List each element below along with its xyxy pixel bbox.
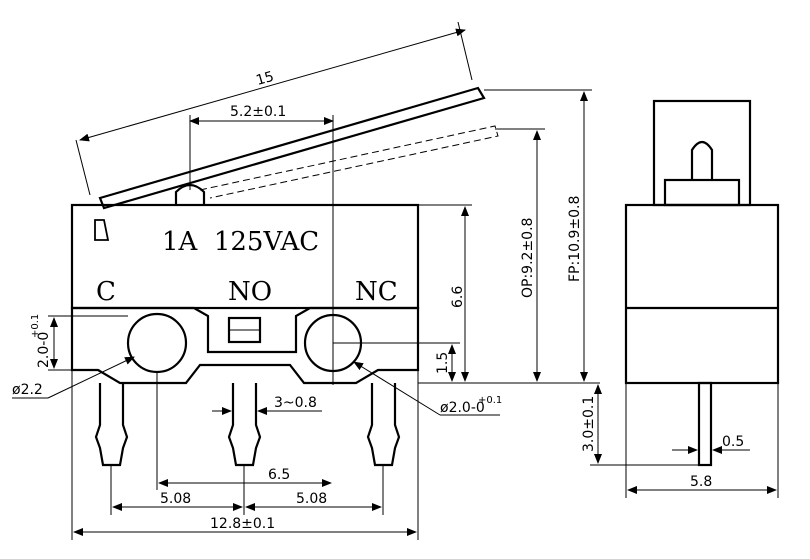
side-body <box>624 203 780 385</box>
dim-op-position: OP:9.2±0.8 <box>520 218 536 298</box>
rating-label: 1A 125VAC <box>162 227 319 257</box>
dim-pitch-right: 5.08 <box>296 491 327 507</box>
dim-mount-hole-height: 2.0-0 <box>36 332 52 368</box>
dim-side-width: 5.8 <box>690 474 712 490</box>
terminal-c-label: C <box>96 277 116 307</box>
terminal-no-label: NO <box>228 277 272 307</box>
dim-body-height: 6.6 <box>450 286 466 308</box>
dim-hole-spacing: 6.5 <box>268 467 290 483</box>
side-actuator <box>690 140 714 180</box>
dim-hole-dia-right: ø2.0-0 <box>440 400 485 416</box>
body-marker <box>94 219 110 241</box>
dim-pitch-left: 5.08 <box>160 491 191 507</box>
dim-lever-length: 15 <box>254 69 276 89</box>
dim-pin-offset: 5.2±0.1 <box>230 104 286 120</box>
dim-mount-hole-height-tol: +0.1 <box>30 314 41 338</box>
side-lever-housing <box>652 99 752 207</box>
side-view <box>624 99 780 467</box>
terminal-no <box>227 383 262 467</box>
side-dimensions <box>590 383 779 498</box>
dim-hole-dia-left: ø2.2 <box>12 382 43 398</box>
terminal-nc <box>366 383 401 467</box>
dim-fp-position: FP:10.9±0.8 <box>567 196 583 282</box>
dim-hole-dia-right-tol: +0.1 <box>478 395 502 406</box>
side-terminal <box>697 381 713 467</box>
terminal-c <box>94 383 129 467</box>
switch-body-lower <box>70 306 420 385</box>
dim-terminal-width: 3~0.8 <box>274 395 317 411</box>
lever <box>98 86 486 210</box>
mount-hole-left <box>126 312 188 374</box>
dim-terminal-thickness: 0.5 <box>722 434 744 450</box>
dim-overall-length: 12.8±0.1 <box>210 516 275 532</box>
dim-terminal-length: 3.0±0.1 <box>581 396 597 452</box>
front-dimensions <box>12 21 600 540</box>
dim-hole-center-height: 1.5 <box>435 352 451 374</box>
terminal-nc-label: NC <box>355 277 398 307</box>
switch-body-upper <box>70 203 420 310</box>
side-actuator-base <box>663 178 741 207</box>
